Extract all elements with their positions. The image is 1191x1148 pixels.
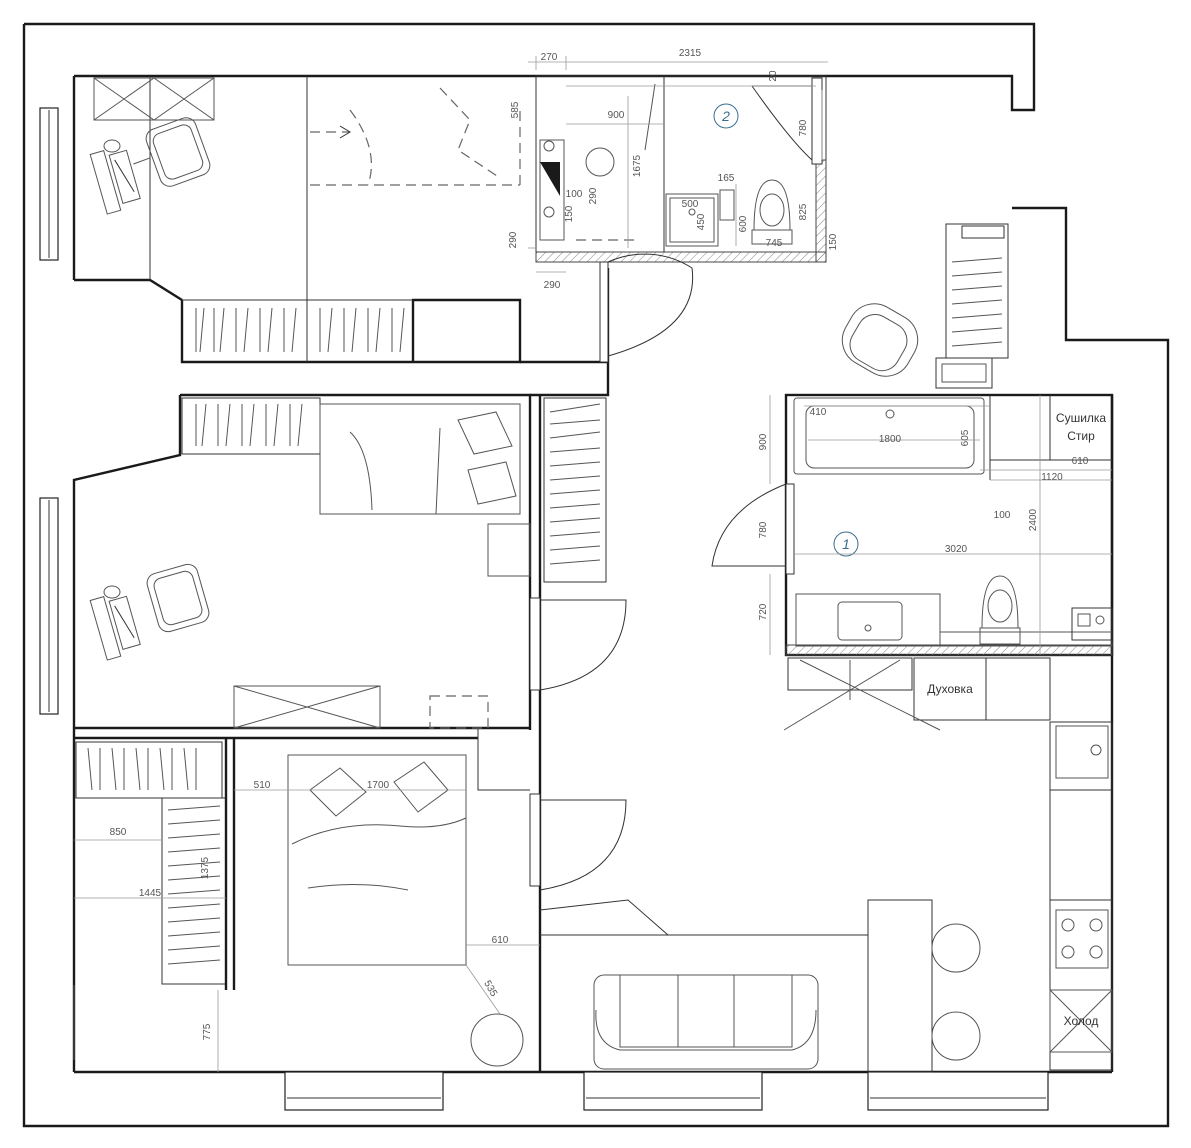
dim-410: 410 [810,407,827,418]
wardrobe-top-bedroom [195,307,405,353]
dim-720: 720 [758,603,769,620]
washer-icon [540,162,560,196]
dim-3020: 3020 [945,544,968,555]
dim-610-bed: 610 [492,935,509,946]
fridge-label: Холод [1064,1014,1099,1028]
kitchen-sink [1055,725,1109,779]
wardrobe-master-side [161,738,236,990]
bathroom-1-fixtures: Сушилка Стир 1 [793,397,1113,647]
dim-1800: 1800 [879,434,902,445]
dim-510: 510 [254,780,271,791]
dim-535: 535 [481,979,499,999]
dimension-lines [74,56,1112,1072]
dim-150-vertical: 150 [564,205,575,222]
bed-middle-bedroom [319,403,521,515]
nightstand-middle [487,523,531,577]
dim-585: 585 [510,101,521,118]
dim-290-bottom: 290 [544,280,561,291]
door-master-bedroom[interactable] [529,793,541,887]
dresser-middle [233,685,381,729]
door-top-bedroom[interactable] [599,261,609,363]
entry-furniture [841,223,1009,389]
dim-270: 270 [541,52,558,63]
dimension-labels: 270 2315 20 585 900 780 1675 100 290 150… [110,48,1089,1040]
washer-label: Стир [1067,429,1095,443]
dim-775: 775 [202,1023,213,1040]
room-number-2-circle [713,103,739,129]
dim-290-vertical: 290 [588,187,599,204]
office-chair-top [133,117,211,187]
dim-1375: 1375 [200,856,211,879]
wardrobe-master-top [75,741,223,799]
bathtub [793,397,985,475]
armchair-entry [841,303,919,377]
bar-stool-2 [931,1011,981,1061]
dim-900-bath: 900 [758,433,769,450]
dim-780-top: 780 [798,119,809,136]
dim-290-left: 290 [508,231,519,248]
dim-600: 600 [738,215,749,232]
dim-100-small: 100 [566,189,583,200]
dim-500: 500 [682,199,699,210]
dim-20: 20 [768,70,779,82]
kitchen: Духовка Холод [783,657,1113,1071]
room-number-1: 1 [842,536,850,552]
dim-850: 850 [110,827,127,838]
window-bottom-3 [867,1071,1049,1111]
dim-780-bath: 780 [758,521,769,538]
top-bedroom-cabinet [93,77,215,121]
door-bathroom-1[interactable] [785,483,795,575]
wardrobe-corridor [543,397,607,583]
middle-bedroom-furniture [89,397,607,729]
sofa [593,974,819,1070]
dim-150-right: 150 [828,233,839,250]
cooktop [1055,909,1109,969]
room-number-2: 2 [721,108,730,124]
dim-900-top: 900 [608,110,625,121]
shower-drain-icon [585,147,615,177]
dim-1445: 1445 [139,888,162,899]
master-bedroom-furniture [73,738,524,1067]
toilet-1-icon [979,575,1021,645]
bathroom-2-fixtures: 2 [539,83,793,247]
door-middle-bedroom[interactable] [529,597,541,691]
dim-2315: 2315 [679,48,702,59]
dim-605: 605 [960,429,971,446]
dryer-label: Сушилка [1056,411,1107,425]
dim-1700: 1700 [367,780,390,791]
dim-610-right: 610 [1072,456,1089,467]
interior-walls [72,75,1114,1073]
wardrobe-middle-bedroom [181,397,321,455]
dim-165: 165 [718,173,735,184]
dim-825: 825 [798,203,809,220]
vanity-sink [795,593,941,647]
dim-100-bath: 100 [994,510,1011,521]
top-bedroom-furniture [89,77,521,353]
window-bottom-1 [284,1071,444,1111]
window-bottom-2 [583,1071,763,1111]
desk-top [89,149,141,215]
toilet-2-icon [751,179,793,245]
oven-label: Духовка [927,682,973,696]
bar-stool-1 [931,923,981,973]
fridge [1049,989,1113,1053]
dim-1120: 1120 [1041,472,1063,483]
dim-450: 450 [696,213,707,230]
armchair-round-master [470,1013,524,1067]
room-number-1-circle [833,531,859,557]
doors [529,77,823,891]
office-chair-middle [146,563,210,633]
dim-2400: 2400 [1028,508,1039,531]
desk-middle [89,595,141,661]
door-bathroom-2[interactable] [811,77,823,165]
dim-745: 745 [766,238,783,249]
windows [39,107,1049,1111]
dim-1675: 1675 [632,154,643,177]
